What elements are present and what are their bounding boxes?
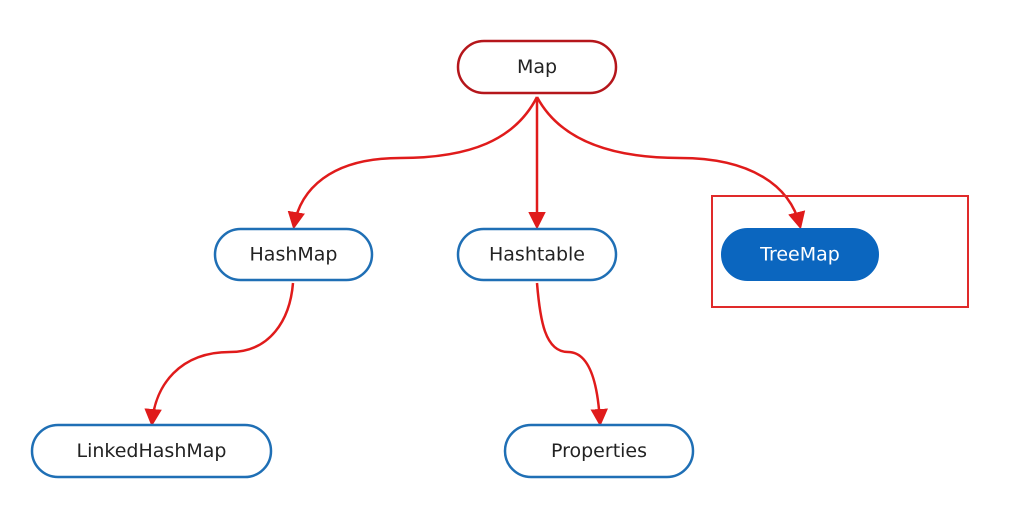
edges (144, 96, 806, 427)
node-treemap-label: TreeMap (759, 244, 840, 266)
node-hashtable-label: Hashtable (489, 244, 585, 266)
node-linkedhashmap-label: LinkedHashMap (77, 440, 227, 462)
node-treemap-shape (721, 228, 879, 281)
node-map-shape (456, 39, 618, 95)
node-map-label: Map (517, 56, 557, 78)
node-hashmap: HashMap (213, 227, 374, 282)
edge-hashmap-linkedhashmap (144, 282, 295, 427)
node-linkedhashmap: LinkedHashMap (30, 423, 273, 479)
node-properties-shape (503, 423, 695, 479)
node-linkedhashmap-shape (30, 423, 273, 479)
node-map: Map (456, 39, 618, 95)
node-hashmap-shape (213, 227, 374, 282)
node-properties-label: Properties (551, 440, 647, 462)
treemap-highlight-box (711, 195, 969, 308)
node-hashmap-label: HashMap (250, 244, 338, 266)
node-hashtable: Hashtable (456, 227, 618, 282)
edge-map-treemap (535, 96, 806, 230)
edge-map-hashmap (287, 96, 539, 230)
edge-hashtable-properties (535, 282, 608, 427)
node-hashtable-shape (456, 227, 618, 282)
node-treemap: TreeMap (721, 228, 879, 281)
node-properties: Properties (503, 423, 695, 479)
